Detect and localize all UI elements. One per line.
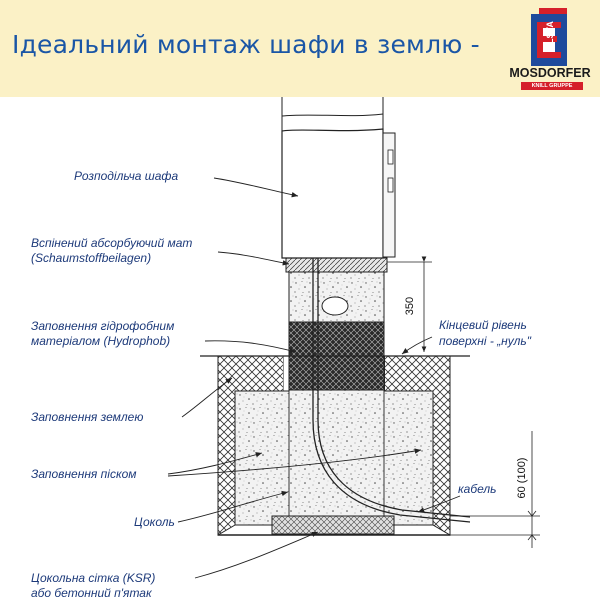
cable-line <box>312 258 471 523</box>
label-surface-2: поверхні - „нуль" <box>439 334 532 348</box>
dim-350-text: 350 <box>404 297 416 315</box>
dim-60-text: 60 (100) <box>516 458 528 499</box>
mosdorfer-logo: ELSTA MOSDORFER KNILL GRUPPE <box>505 4 595 94</box>
logo-strip-text: KNILL GRUPPE <box>531 83 573 89</box>
label-hydrophob-2: матеріалом (Hydrophob) <box>31 334 170 348</box>
label-surface-1: Кінцевий рівень <box>439 318 527 332</box>
label-hydrophob-1: Заповнення гідрофобним <box>31 319 174 333</box>
plinth-body <box>288 377 385 517</box>
label-cabinet: Розподільча шафа <box>74 169 178 183</box>
label-sand-fill: Заповнення піском <box>31 467 137 481</box>
logo-wordmark: MOSDORFER <box>509 66 591 80</box>
foam-mat <box>285 257 388 273</box>
header-banner: Ідеальний монтаж шафи в землю - ELSTA MO… <box>0 0 600 97</box>
cable-inlet <box>321 296 349 316</box>
label-foam-mat-1: Вспінений абсорбуючий мат <box>31 236 192 250</box>
label-plinth: Цоколь <box>134 515 175 529</box>
label-grid-2: або бетонний п'ятак <box>31 586 153 600</box>
earth-fill-band-left <box>235 356 283 391</box>
earth-fill-band-right <box>385 356 433 391</box>
logo-vertical-text: ELSTA <box>545 21 555 50</box>
page-title: Ідеальний монтаж шафи в землю - <box>12 30 480 59</box>
label-grid-1: Цокольна сітка (KSR) <box>31 571 155 585</box>
distribution-cabinet <box>281 128 384 259</box>
elsta-e-logo-icon <box>531 8 567 66</box>
label-cable: кабель <box>458 482 496 496</box>
plinth-grid <box>271 515 395 535</box>
logo-strip: KNILL GRUPPE <box>521 82 583 90</box>
installation-diagram: 350 60 (100) Розподільча шафа Вспінений … <box>31 97 540 600</box>
label-foam-mat-2: (Schaumstoffbeilagen) <box>31 251 151 265</box>
label-earth-fill: Заповнення землею <box>31 410 143 424</box>
